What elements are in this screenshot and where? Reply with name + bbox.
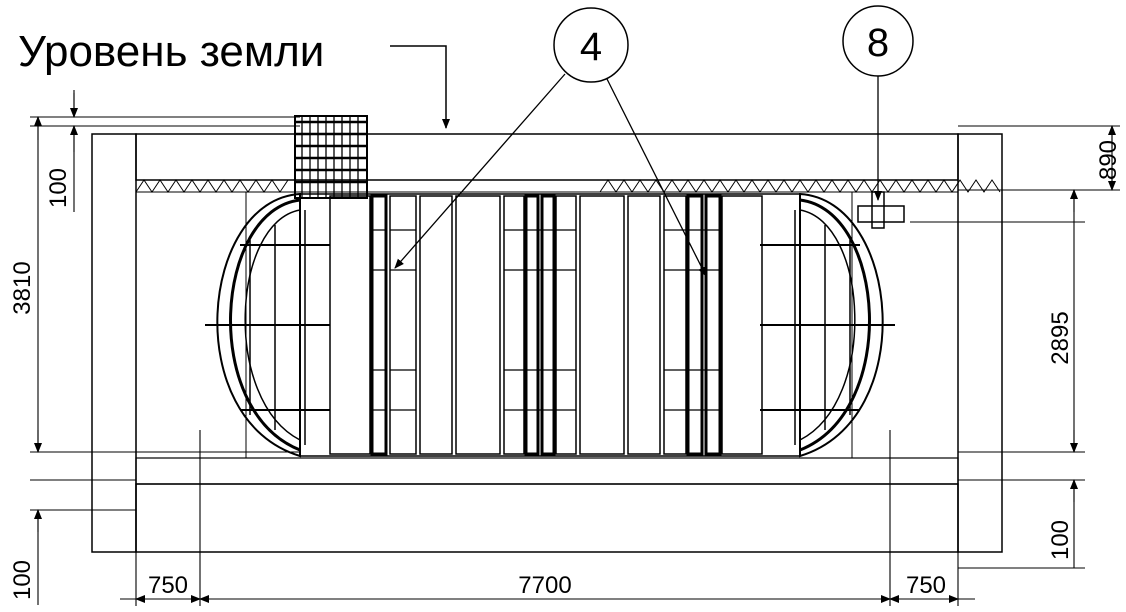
callout-leader-4b (606, 78, 707, 277)
dim-left-top-offset: 100 (45, 168, 72, 208)
dim-bottom-left-margin: 750 (148, 572, 188, 599)
left-dimension-chain (30, 90, 300, 605)
ground-level-leader (390, 45, 450, 129)
access-riser (294, 115, 368, 199)
right-dimension-chain (910, 125, 1120, 569)
inlet-pipe (857, 191, 905, 229)
dim-bottom-right-margin: 750 (906, 572, 946, 599)
callout-leader-4a (394, 73, 566, 269)
dim-right-bottom-offset: 100 (1047, 520, 1074, 560)
dim-left-bottom-offset: 100 (9, 560, 36, 600)
dim-bottom-length: 7700 (518, 572, 571, 599)
dim-left-total-height: 3810 (9, 261, 36, 314)
tank-body (205, 192, 895, 458)
geotextile-layer (135, 179, 1001, 193)
callout-circle-4 (553, 7, 629, 83)
top-soil-cover (135, 133, 959, 181)
bottom-dimension-chain (120, 300, 975, 606)
callout-label-4: 4 (580, 25, 602, 69)
dim-right-cover-depth: 890 (1095, 140, 1122, 180)
callout-label-8: 8 (867, 21, 889, 65)
dim-right-tank-height: 2895 (1047, 311, 1074, 364)
ground-level-label: Уровень земли (18, 27, 324, 76)
sand-bed (135, 457, 959, 485)
